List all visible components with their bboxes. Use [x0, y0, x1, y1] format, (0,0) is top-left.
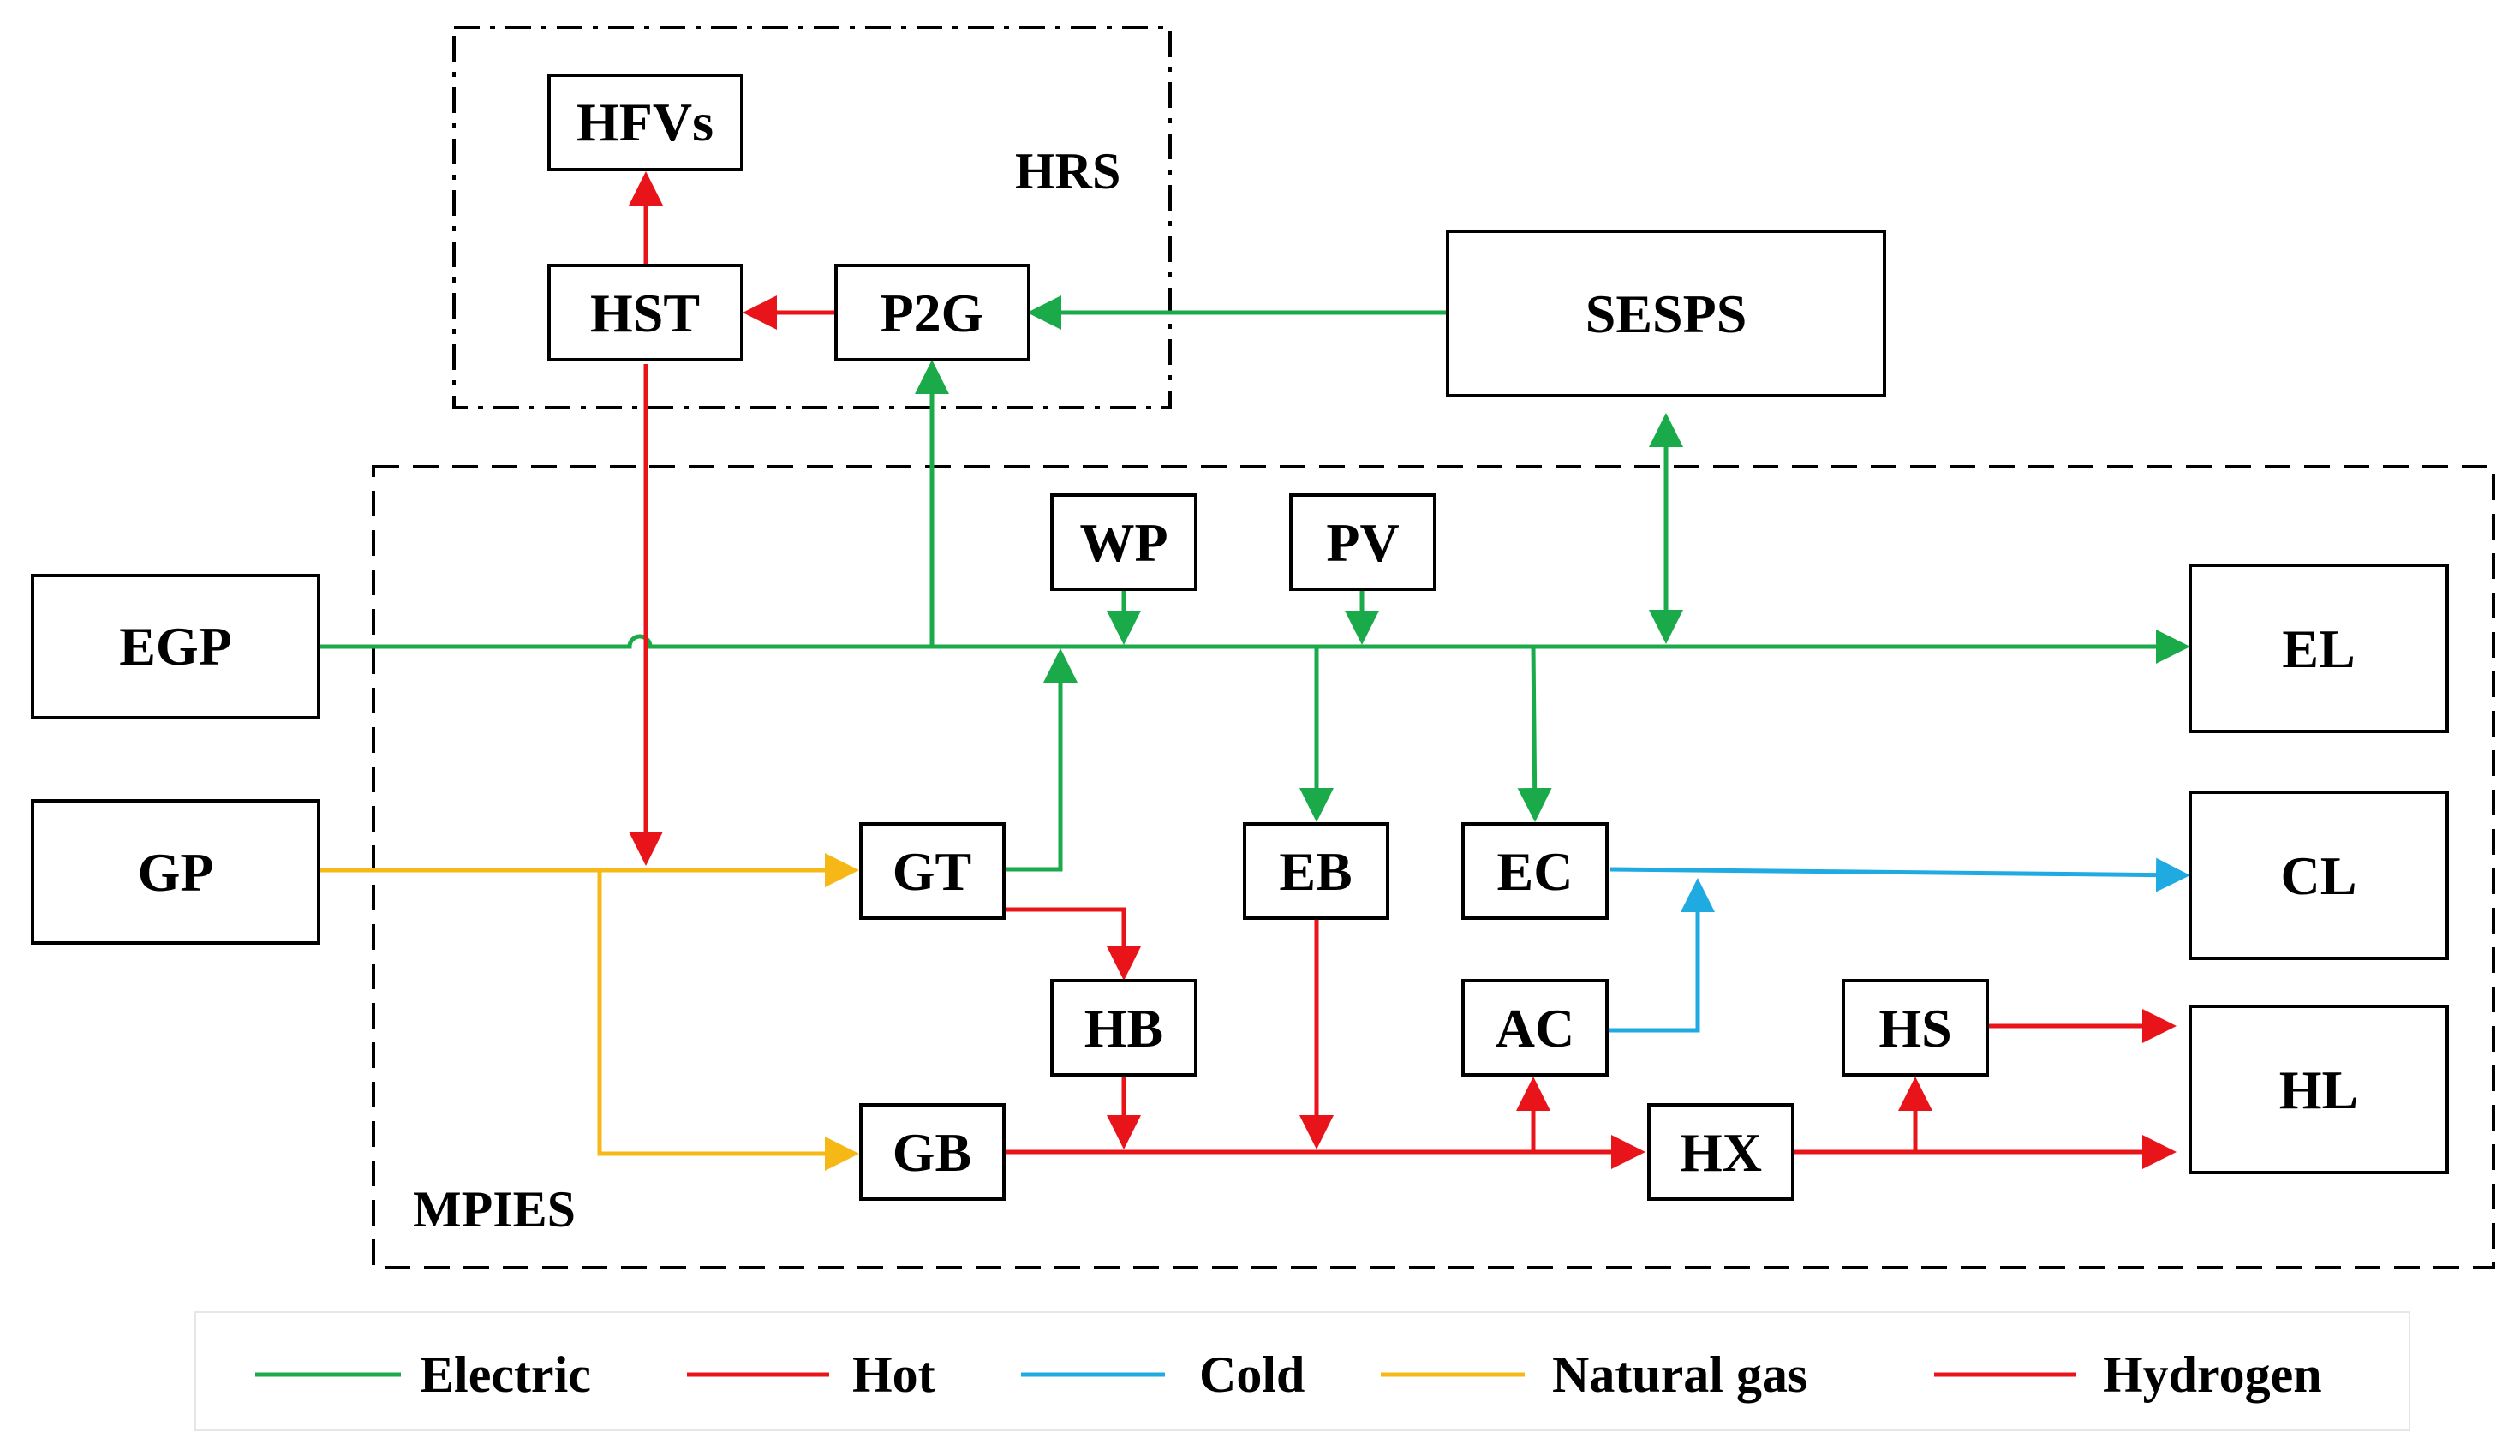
ec-label: EC — [1497, 841, 1574, 902]
hrs-frame — [452, 26, 1172, 409]
hst-label: HST — [590, 283, 700, 343]
gt-node: GT — [859, 822, 1006, 920]
hx-label: HX — [1680, 1122, 1762, 1183]
p2g-label: P2G — [881, 283, 984, 343]
ec-to-cl-line — [1609, 857, 2190, 892]
eb-node: EB — [1243, 822, 1389, 920]
p2g-node: P2G — [834, 264, 1030, 361]
hl-label: HL — [2279, 1059, 2358, 1120]
gp-to-gb-line — [597, 870, 859, 1171]
hst-node: HST — [547, 264, 743, 361]
ec-node: EC — [1461, 822, 1609, 920]
el-node: EL — [2189, 564, 2449, 733]
pv-node: PV — [1289, 493, 1436, 591]
wp-node: WP — [1050, 493, 1197, 591]
gp-label: GP — [138, 842, 214, 903]
egp-label: EGP — [119, 616, 232, 677]
legend-hot-label: Hot — [852, 1346, 935, 1403]
wp-label: WP — [1079, 512, 1167, 573]
hx-node: HX — [1647, 1103, 1794, 1201]
bus-to-ec-line — [1517, 646, 1552, 822]
legend-hydrogen-label: Hydrogen — [2103, 1346, 2322, 1403]
eb-label: EB — [1279, 841, 1352, 902]
el-label: EL — [2282, 618, 2355, 679]
egp-node: EGP — [31, 574, 320, 719]
hs-node: HS — [1842, 979, 1989, 1077]
gt-to-hb-line — [1004, 907, 1141, 981]
hfvs-label: HFVs — [576, 92, 714, 152]
hb-node: HB — [1050, 979, 1197, 1077]
electric-bus-line — [320, 630, 2190, 664]
legend-natural-gas-label: Natural gas — [1552, 1346, 1807, 1403]
sesps-node: SESPS — [1446, 230, 1886, 397]
hb-label: HB — [1084, 998, 1163, 1059]
ac-label: AC — [1496, 998, 1574, 1059]
legend-electric-label: Electric — [420, 1346, 591, 1403]
hl-node: HL — [2189, 1005, 2449, 1174]
hs-label: HS — [1878, 998, 1951, 1059]
hfvs-node: HFVs — [547, 74, 743, 171]
mpies-frame — [372, 465, 2495, 1269]
cl-label: CL — [2281, 845, 2357, 906]
sesps-label: SESPS — [1585, 283, 1747, 344]
pv-label: PV — [1326, 512, 1399, 573]
cl-node: CL — [2189, 791, 2449, 960]
legend: Electric Hot Cold Natural gas Hydrogen — [194, 1311, 2410, 1431]
gt-to-bus-line — [1004, 648, 1078, 872]
hrs-label: HRS — [1015, 143, 1120, 200]
gb-label: GB — [893, 1122, 971, 1183]
gb-node: GB — [859, 1103, 1006, 1201]
ac-node: AC — [1461, 979, 1609, 1077]
mpies-label: MPIES — [413, 1181, 576, 1238]
legend-cold-label: Cold — [1199, 1346, 1305, 1403]
gp-node: GP — [31, 799, 320, 945]
ac-to-cold-line — [1609, 878, 1715, 1033]
gt-label: GT — [893, 841, 971, 902]
legend-frame — [194, 1311, 2410, 1431]
